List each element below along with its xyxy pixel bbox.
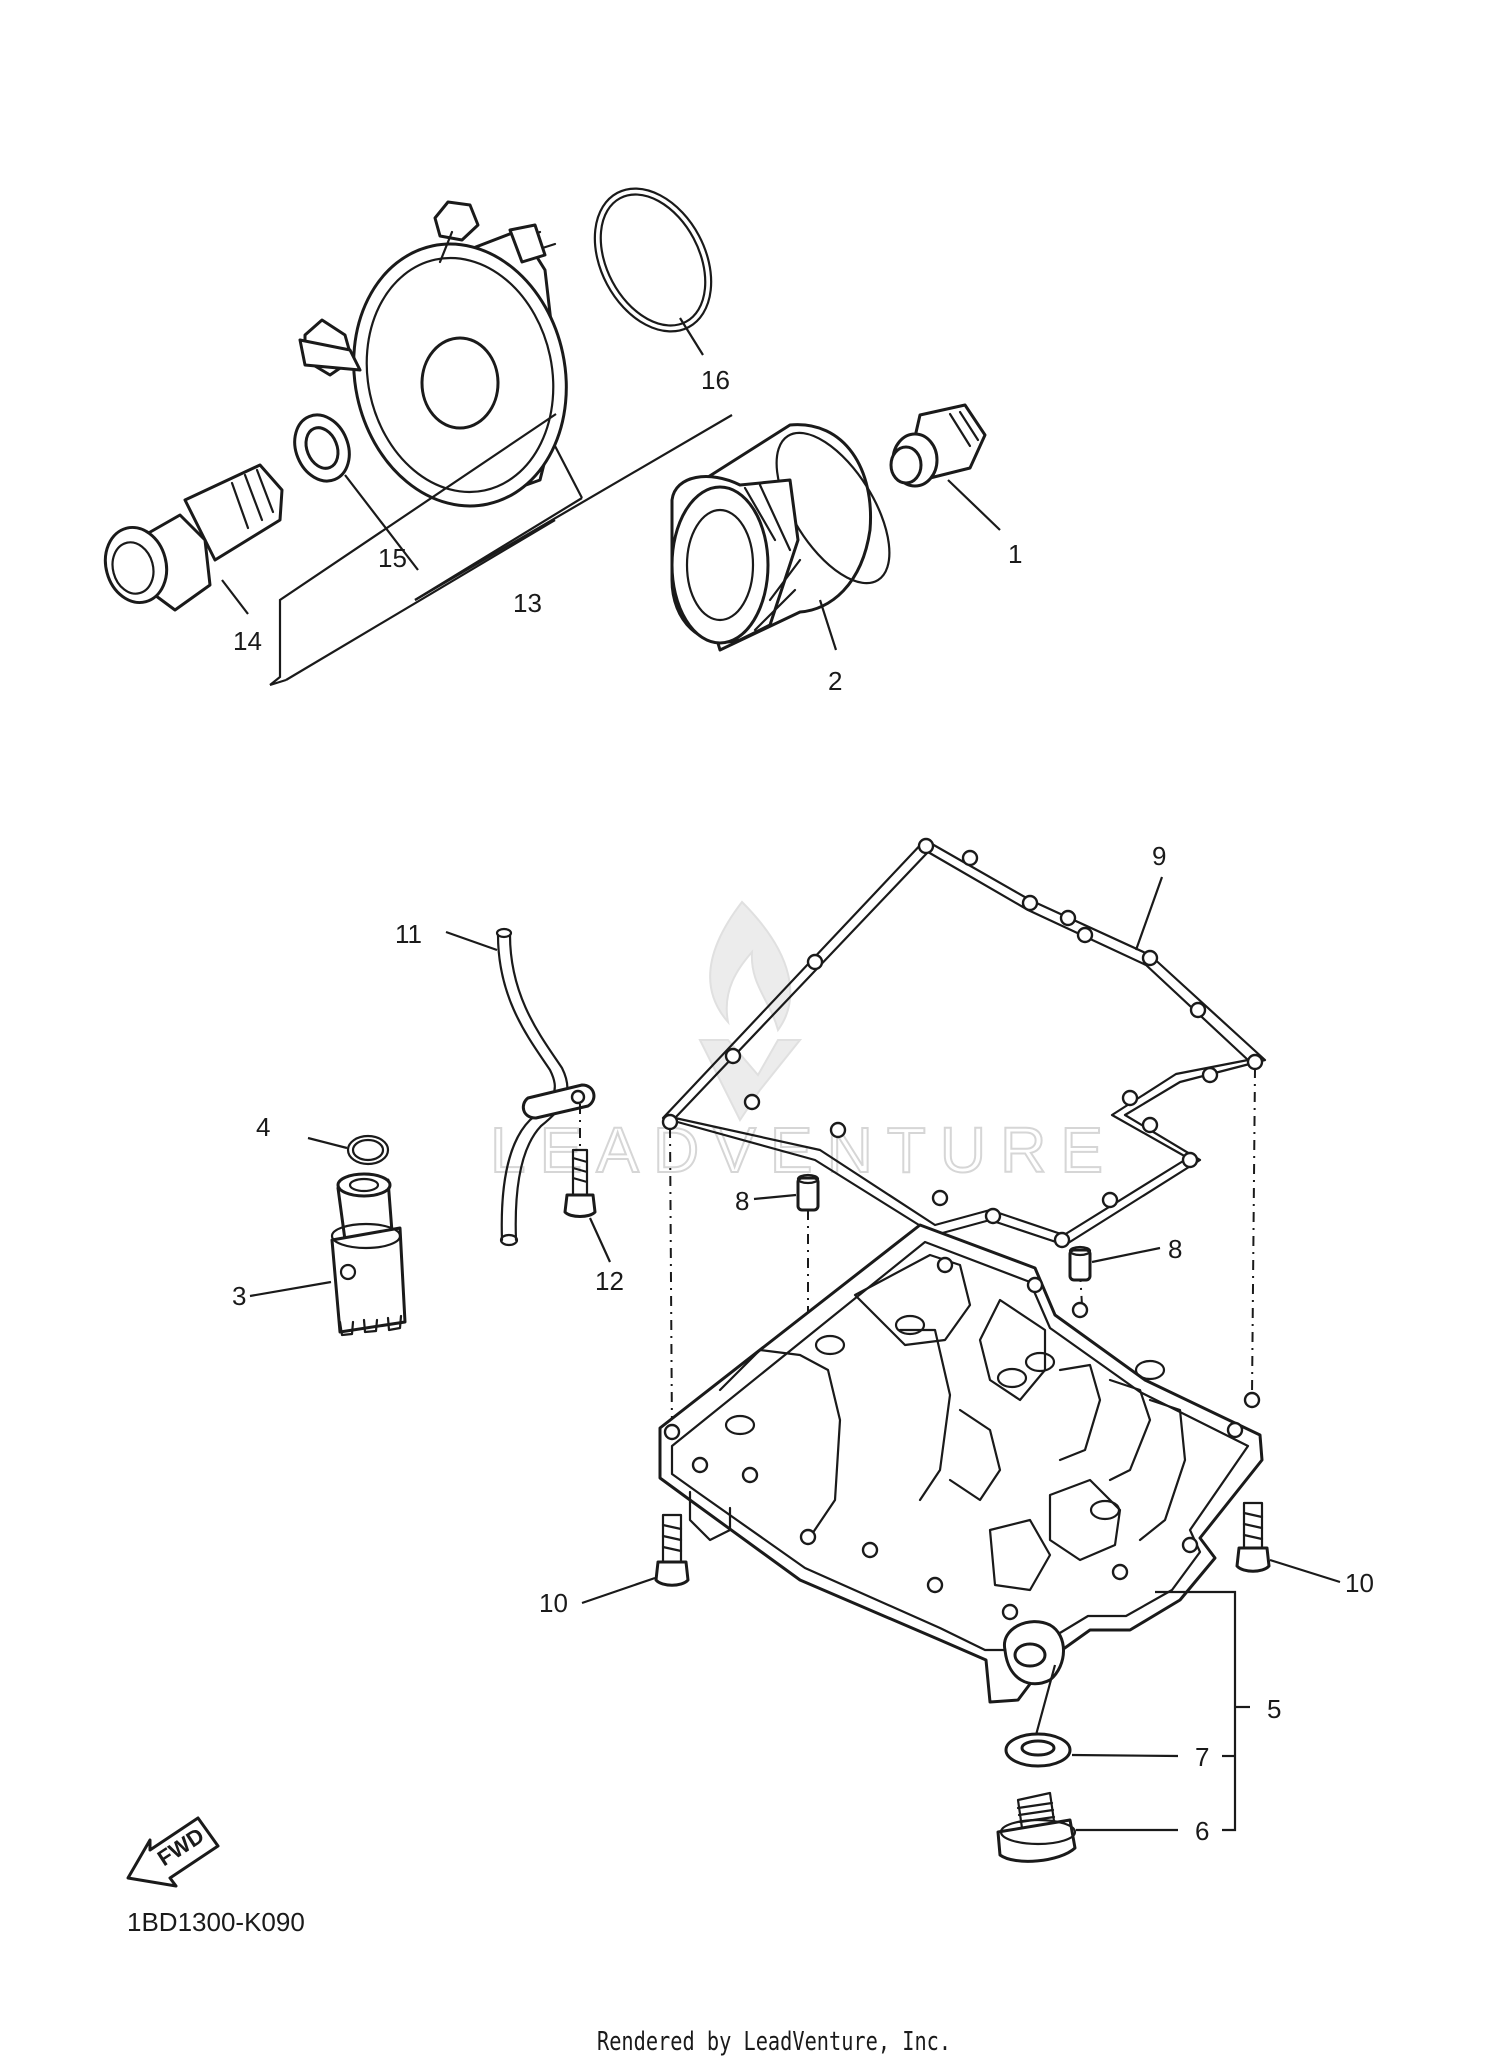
oil-pan-holes: [663, 1256, 1261, 1621]
callout-16: 16: [701, 365, 730, 395]
render-credit: Rendered by LeadVenture, Inc.: [597, 2027, 952, 2057]
callout-14: 14: [233, 626, 262, 656]
watermark-text: LEADVENTURE: [490, 1114, 1117, 1186]
gasket-holes: [661, 837, 1264, 1249]
callout-7: 7: [1195, 1742, 1209, 1772]
top-leader-lines: [221, 317, 1001, 687]
callout-8-right: 8: [1168, 1234, 1182, 1264]
callout-12: 12: [595, 1266, 624, 1296]
washer-7-inner: [1020, 1739, 1056, 1757]
o-ring-16-inner: [599, 193, 707, 327]
oil-strainer-3: [330, 1172, 407, 1337]
callout-3: 3: [232, 1281, 246, 1311]
callout-9: 9: [1152, 841, 1166, 871]
oil-cooler-13: [298, 200, 568, 508]
callout-11: 11: [395, 919, 422, 949]
o-ring-4: [346, 1134, 390, 1166]
callout-15: 15: [378, 543, 407, 573]
callout-2: 2: [828, 666, 842, 696]
alignment-line-left: [669, 1127, 673, 1436]
dowel-pin-8b: [1068, 1245, 1092, 1282]
oil-pan: [658, 1223, 1264, 1704]
callout-4: 4: [256, 1112, 270, 1142]
union-bolt-1: [889, 403, 987, 488]
alignment-line-right: [1251, 1067, 1256, 1396]
bracket-5: [1034, 1590, 1250, 1832]
watermark-logo: LEADVENTURE: [489, 900, 1117, 1187]
drain-bolt-6: [996, 1791, 1077, 1863]
oil-pipe-11: [495, 927, 596, 1247]
bolt-10-right: [1235, 1501, 1271, 1573]
callout-10-left: 10: [539, 1588, 568, 1618]
oil-filter-2: [670, 423, 891, 652]
callout-5: 5: [1267, 1694, 1281, 1724]
callout-1: 1: [1008, 539, 1022, 569]
diagram-code: 1BD1300-K090: [127, 1907, 305, 1937]
callout-6: 6: [1195, 1816, 1209, 1846]
bolt-10-left: [654, 1513, 690, 1587]
callout-13: 13: [513, 588, 542, 618]
union-bolt-14: [103, 463, 284, 612]
o-ring-16: [593, 187, 713, 333]
fwd-arrow-icon: FWD: [126, 1816, 220, 1888]
dowel-pin-8a: [796, 1173, 820, 1212]
washer-15-inner: [304, 426, 340, 470]
callout-10-right: 10: [1345, 1568, 1374, 1598]
bolt-12: [563, 1104, 597, 1218]
o-ring-4-inner: [351, 1138, 385, 1162]
callout-8-left: 8: [735, 1186, 749, 1216]
callouts: 1 2 3 4 5 6 7 8 8 9 10 10 11 12 13 14 15…: [232, 365, 1374, 1846]
